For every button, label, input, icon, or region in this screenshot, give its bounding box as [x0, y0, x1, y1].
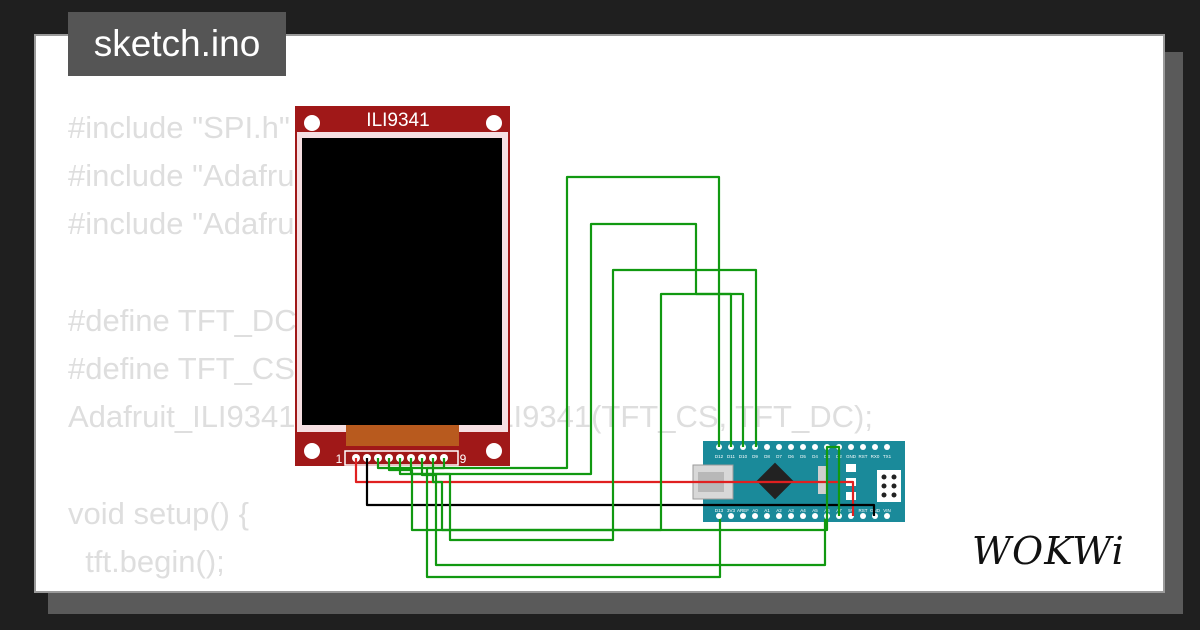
led-icon: [846, 464, 856, 472]
arduino-pin-label: D12: [715, 454, 724, 459]
arduino-pin-label: A4: [800, 508, 806, 513]
arduino-pin-label: AREF: [737, 508, 749, 513]
arduino-pin[interactable]: [884, 513, 890, 519]
wire-gnd[interactable]: [365, 458, 876, 516]
wires: [354, 175, 876, 579]
wire-sck[interactable]: [420, 458, 827, 567]
arduino-pin-label: A0: [752, 508, 758, 513]
code-card: [34, 34, 1165, 593]
wire-led[interactable]: [431, 292, 745, 532]
code-line: #include "SPI.h": [68, 110, 290, 145]
led-icon: [846, 492, 856, 500]
arduino-pin[interactable]: [788, 513, 794, 519]
code-line: #define TFT_DC 9: [68, 302, 323, 338]
arduino-pin-label: D10: [739, 454, 748, 459]
arduino-pin-label: D11: [727, 454, 735, 459]
arduino-pin[interactable]: [848, 444, 854, 450]
arduino-pin-label: D5: [800, 454, 806, 459]
arduino-pin-label: D9: [752, 454, 758, 459]
arduino-pin[interactable]: [716, 513, 722, 519]
display-flex-cable: [346, 425, 459, 446]
code-line: tft.begin();: [68, 543, 225, 579]
wire-mosi[interactable]: [409, 268, 758, 542]
icsp-header: [877, 470, 901, 502]
arduino-pin-label: A2: [776, 508, 782, 513]
arduino-pin-label: A3: [788, 508, 794, 513]
mount-hole: [304, 115, 320, 131]
display-header: [344, 450, 459, 466]
arduino-pin-label: D13: [715, 508, 724, 513]
arduino-pin-label: 3V3: [727, 508, 736, 513]
mount-hole: [486, 443, 502, 459]
arduino-pin[interactable]: [764, 513, 770, 519]
arduino-pin[interactable]: [776, 513, 782, 519]
arduino-pin-label: D4: [812, 454, 818, 459]
arduino-pin-label: GND: [870, 508, 881, 513]
reset-button: [818, 466, 826, 494]
arduino-pin-label: D6: [788, 454, 794, 459]
display-screen: [302, 138, 502, 425]
arduino-pin[interactable]: [740, 513, 746, 519]
code-line: void setup() {: [68, 495, 249, 531]
icsp-pins: [881, 474, 897, 498]
arduino-pin-label: D7: [776, 454, 782, 459]
arduino-pin-label: TX1: [883, 454, 892, 459]
arduino-pin[interactable]: [776, 444, 782, 450]
mount-hole: [304, 443, 320, 459]
arduino-pin[interactable]: [812, 513, 818, 519]
ili9341-display[interactable]: ILI9341 1 9: [295, 106, 510, 466]
arduino-pin[interactable]: [728, 513, 734, 519]
wokwi-logo: WOKWi: [972, 529, 1125, 573]
arduino-pin[interactable]: [800, 513, 806, 519]
pin-label-last: 9: [460, 452, 467, 466]
brand-name: WOKWi: [972, 529, 1125, 573]
arduino-pin[interactable]: [800, 444, 806, 450]
file-tab[interactable]: sketch.ino: [68, 12, 286, 76]
wire-vcc[interactable]: [354, 458, 855, 516]
wire-miso[interactable]: [425, 458, 722, 579]
arduino-bottom-pins: [716, 513, 890, 519]
arduino-pin-label: RST: [859, 454, 868, 459]
wire-cs[interactable]: [376, 175, 721, 470]
arduino-pin[interactable]: [812, 444, 818, 450]
arduino-pin-label: A5: [812, 508, 818, 513]
arduino-pin-label: A1: [764, 508, 770, 513]
arduino-pin[interactable]: [884, 444, 890, 450]
arduino-pin[interactable]: [860, 513, 866, 519]
arduino-pin[interactable]: [872, 444, 878, 450]
mount-hole: [486, 115, 502, 131]
arduino-pin-label: D8: [764, 454, 770, 459]
arduino-pin-label: RX0: [871, 454, 880, 459]
display-label: ILI9341: [366, 110, 429, 131]
arduino-pin[interactable]: [860, 444, 866, 450]
arduino-pin-label: GND: [846, 454, 857, 459]
arduino-pin-label: 5V: [848, 508, 854, 513]
arduino-pin[interactable]: [764, 444, 770, 450]
arduino-pin-label: RST: [859, 508, 868, 513]
arduino-pin[interactable]: [752, 513, 758, 519]
arduino-pin-label: VIN: [883, 508, 891, 513]
arduino-pin[interactable]: [788, 444, 794, 450]
pin-label-first: 1: [336, 452, 343, 466]
